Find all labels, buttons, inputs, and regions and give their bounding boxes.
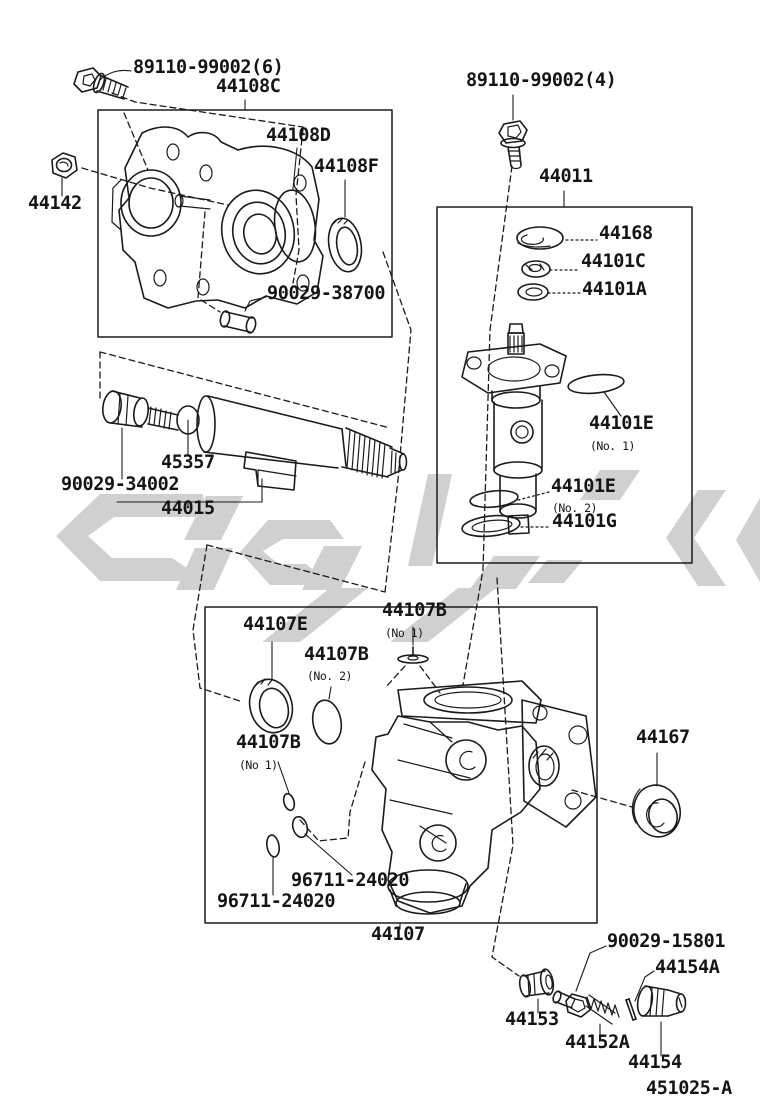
pin-90029-38700-icon xyxy=(219,310,257,334)
o-ring-44101e-no1-icon xyxy=(567,373,625,395)
screw-45357-icon xyxy=(147,405,200,435)
drawing-number: 451025-A xyxy=(646,1078,732,1099)
dashed-connectors xyxy=(81,92,633,977)
washer-44101a-icon xyxy=(517,283,549,301)
plug-44154-icon xyxy=(636,985,687,1017)
flange-bolt-4-icon xyxy=(498,120,528,170)
gear-housing-drawing xyxy=(371,680,597,915)
part-label-89110-99002-4: 89110-99002(4) xyxy=(466,70,617,91)
plug-90029-34002-icon xyxy=(102,390,150,428)
washer-44101g-icon xyxy=(461,514,521,538)
lock-washer-44101c-icon xyxy=(521,260,551,278)
part-label-44107b-top: 44107B xyxy=(382,600,447,621)
part-label-44107b-no1: 44107B xyxy=(236,732,301,753)
part-label-44108c: 44108C xyxy=(216,76,281,97)
part-label-44108f: 44108F xyxy=(314,156,379,177)
part-label-44101e-no1: 44101E xyxy=(589,413,654,434)
leader-lines xyxy=(61,69,662,1057)
part-label-44101e-no2: 44101E xyxy=(551,476,616,497)
part-label-44107b-top-qualifier: (No 1) xyxy=(385,626,424,640)
part-label-44107e: 44107E xyxy=(243,614,308,635)
part-label-90029-15801: 90029-15801 xyxy=(607,931,726,952)
part-label-96711-24020-b: 96711-24020 xyxy=(217,891,336,912)
cap-44153-icon xyxy=(518,968,555,998)
part-label-44168: 44168 xyxy=(599,223,653,244)
part-label-44107b-no2-qualifier: (No. 2) xyxy=(307,669,352,683)
part-label-44107b-no1-qualifier: (No 1) xyxy=(239,758,278,772)
part-label-44011: 44011 xyxy=(539,166,593,187)
part-label-90029-38700: 90029-38700 xyxy=(267,283,386,304)
detail-box-44107 xyxy=(204,606,598,924)
part-label-44152a: 44152A xyxy=(565,1032,630,1053)
upper-housing-drawing xyxy=(111,126,324,309)
seal-44167-icon xyxy=(631,784,681,838)
part-label-96711-24020-a: 96711-24020 xyxy=(291,870,410,891)
part-label-90029-34002: 90029-34002 xyxy=(61,474,180,495)
part-label-44108d: 44108D xyxy=(266,125,331,146)
oil-seal-44108f-icon xyxy=(327,217,363,273)
part-label-44101a: 44101A xyxy=(582,279,647,300)
part-label-44101c: 44101C xyxy=(581,251,646,272)
part-label-44015: 44015 xyxy=(161,498,215,519)
part-label-44101e-no1-qualifier: (No. 1) xyxy=(590,439,635,453)
cross-shaft-44015-icon xyxy=(196,395,408,491)
pin-44154a-icon xyxy=(625,998,637,1021)
part-label-44101e-no2-qualifier: (No. 2) xyxy=(552,501,597,515)
oil-seal-44107e-icon xyxy=(248,678,294,734)
part-label-44167: 44167 xyxy=(636,727,690,748)
o-ring-44107b-no2-icon xyxy=(311,699,343,745)
part-label-44107: 44107 xyxy=(371,924,425,945)
o-ring-44108d-icon xyxy=(273,189,317,263)
plate-washer-44168-icon xyxy=(516,226,564,250)
part-label-89110-99002-6: 89110-99002(6) xyxy=(133,57,284,78)
part-label-45357: 45357 xyxy=(161,452,215,473)
gasket-44107b-no1-top-icon xyxy=(397,646,429,664)
bolt-90029-15801-icon xyxy=(552,990,591,1018)
small-o-rings-96711 xyxy=(265,761,309,858)
watermark-logo xyxy=(56,470,760,642)
part-label-44154a: 44154A xyxy=(655,957,720,978)
spring-44152a-icon xyxy=(585,994,620,1025)
part-label-44101g: 44101G xyxy=(552,511,617,532)
part-label-44154: 44154 xyxy=(628,1052,682,1073)
part-label-44153: 44153 xyxy=(505,1009,559,1030)
part-label-44142: 44142 xyxy=(28,193,82,214)
nut-icon xyxy=(51,152,78,179)
control-valve-assembly-drawing xyxy=(461,226,567,535)
o-ring-44101e-no2-icon xyxy=(469,489,519,509)
part-label-44107b-no2: 44107B xyxy=(304,644,369,665)
flange-bolt-icon xyxy=(73,67,129,100)
